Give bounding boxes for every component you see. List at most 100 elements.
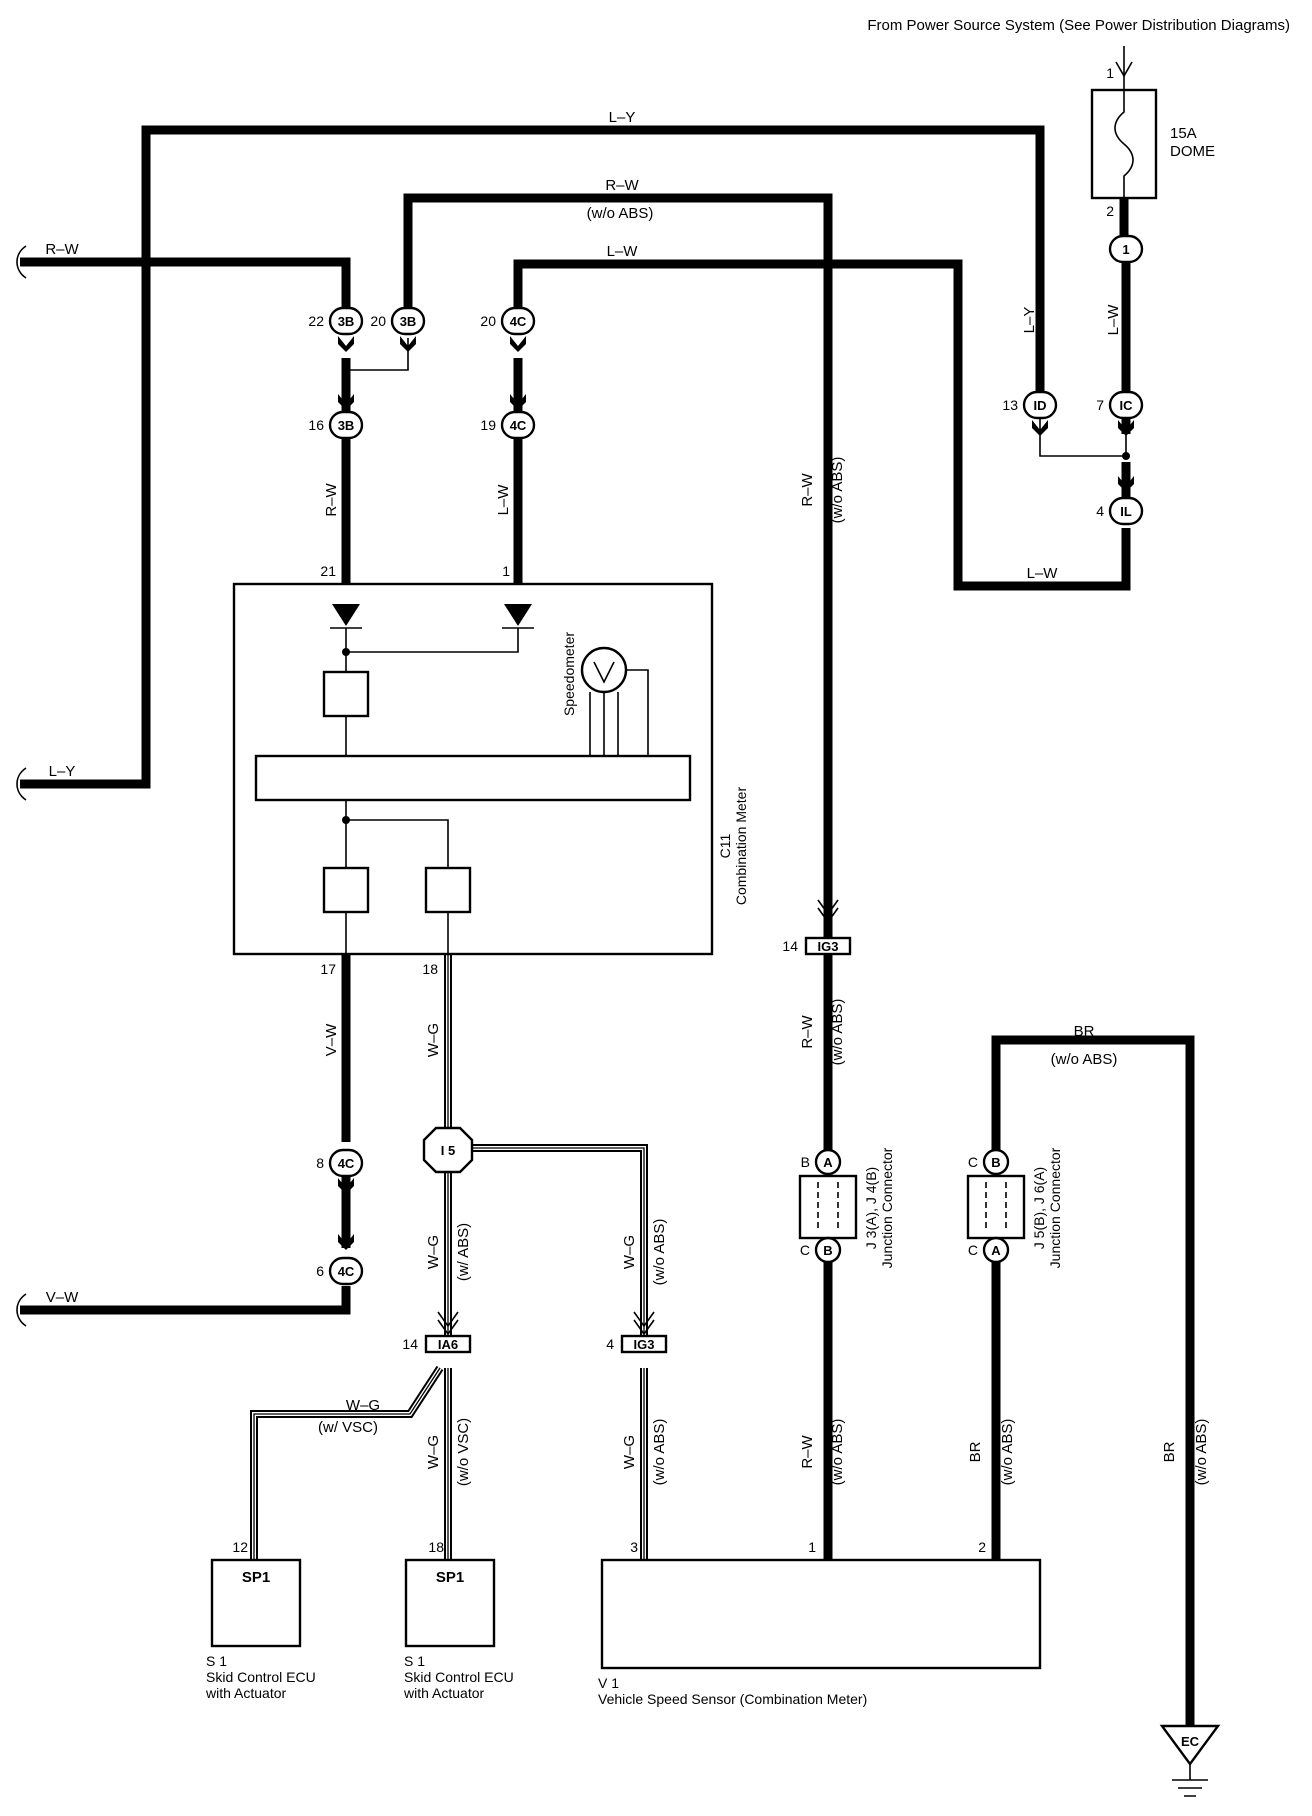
- wire-r-w-top: [403, 193, 833, 938]
- connector-1-code: 1: [1122, 242, 1129, 257]
- ground-symbol-icon: [1172, 1764, 1208, 1797]
- j5-top-body: [982, 1148, 1010, 1176]
- label-br-sensor: BR: [967, 1441, 984, 1462]
- note-w-abs: (w/ ABS): [455, 1223, 472, 1281]
- skid-ecu-left-name-2: with Actuator: [205, 1685, 286, 1701]
- combination-meter: 21 1 17 18 Speedometer C11 Combination M…: [232, 563, 749, 977]
- connector-4c-20-mate-icon: [510, 336, 526, 352]
- skid-ecu-left-id: S 1: [206, 1653, 227, 1669]
- sensor-pin-1: 1: [808, 1539, 816, 1555]
- wire-labels: L–Y R–W (w/o ABS) L–W R–W L–Y V–W L–W BR…: [45, 109, 1210, 1486]
- sensor-pin-3: 3: [630, 1539, 638, 1555]
- junction-connector-j3: A B B C J 3(A), J 4(B) Junction Connecto…: [798, 1147, 895, 1268]
- fuse-element-icon: [1114, 90, 1134, 198]
- junction-i5: I 5: [422, 1126, 474, 1174]
- connector-3b-16-mate-icon: [338, 394, 354, 410]
- connector-ig3-14-code: IG3: [818, 939, 839, 954]
- wire-l-w-top: [513, 259, 1131, 591]
- ground-ec: EC: [1159, 1724, 1221, 1797]
- wire-br-ground: [991, 1035, 1195, 1726]
- power-source-note: From Power Source System (See Power Dist…: [867, 17, 1290, 34]
- note-w-g-sensor: (w/o ABS): [651, 1419, 668, 1486]
- meter-internal-wire-2: [346, 628, 519, 653]
- note-r-w-vertical: (w/o ABS): [829, 457, 846, 524]
- connector-ig3-14-body: [804, 936, 852, 956]
- label-v-w-meter: V–W: [323, 1023, 340, 1056]
- wire-end-r-w-icon: [16, 245, 27, 279]
- note-br-top: (w/o ABS): [1051, 1051, 1118, 1068]
- connector-ig3-4-pin: 4: [606, 1336, 614, 1352]
- connector-4c-20-pin: 20: [480, 313, 496, 329]
- connector-3b-22-body: [328, 306, 364, 336]
- power-source: From Power Source System (See Power Dist…: [867, 17, 1290, 92]
- label-w-g-ia6: W–G: [425, 1235, 442, 1269]
- splice-dot-3b: [342, 366, 350, 374]
- j5-bottom-pin: C: [968, 1242, 978, 1258]
- connector-3b-20: 3B 20: [370, 306, 426, 352]
- fuse-pin-in: 1: [1106, 65, 1114, 81]
- j5-name: Junction Connector: [1047, 1147, 1063, 1268]
- connector-4c-8: 4C 8: [316, 1148, 364, 1194]
- meter-pin-1: 1: [502, 563, 510, 579]
- label-l-y-vertical: L–Y: [1021, 307, 1038, 334]
- vehicle-speed-sensor: 3 1 2 V 1 Vehicle Speed Sensor (Combinat…: [598, 1539, 1042, 1707]
- sensor-name: Vehicle Speed Sensor (Combination Meter): [598, 1691, 867, 1707]
- connector-4c-6-code: 4C: [338, 1264, 355, 1279]
- label-l-w-top: L–W: [607, 243, 639, 260]
- connector-4c-19-mate-icon: [510, 394, 526, 410]
- meter-block-bottom-right: [424, 866, 472, 914]
- meter-pin-17: 17: [320, 961, 336, 977]
- label-r-w-top: R–W: [605, 177, 639, 194]
- connector-3b-20-body: [390, 306, 426, 336]
- connector-ic-code: IC: [1120, 398, 1134, 413]
- connector-3b-20-mate-icon: [400, 336, 416, 352]
- splice-dot-ic: [1122, 452, 1130, 460]
- double-wires: [250, 954, 648, 1560]
- j3-bottom-code: B: [823, 1243, 832, 1258]
- connector-4c-19: 4C 19: [480, 394, 536, 440]
- note-br-ground: (w/o ABS): [1193, 1419, 1210, 1486]
- connector-4c-20-body: [500, 306, 536, 336]
- fuse-dome: 1 15A DOME 2: [1090, 65, 1215, 236]
- heavy-wires: [20, 125, 1195, 1726]
- junction-connector-j5: B C A C J 5(B), J 6(A) Junction Connecto…: [966, 1147, 1063, 1268]
- note-r-w-sensor: (w/o ABS): [829, 1419, 846, 1486]
- note-w-vsc: (w/ VSC): [318, 1419, 378, 1436]
- connector-ia6-body: [424, 1334, 472, 1354]
- speedometer-needle-icon: [593, 661, 615, 684]
- skid-ecu-right-name-2: with Actuator: [403, 1685, 484, 1701]
- connector-ic: IC 7: [1096, 390, 1144, 436]
- j3-name: Junction Connector: [879, 1147, 895, 1268]
- j3-internal-lines: [817, 1182, 839, 1232]
- connector-ia6-code: IA6: [438, 1337, 458, 1352]
- j3-id: J 3(A), J 4(B): [863, 1167, 879, 1249]
- connector-4c-8-body: [328, 1148, 364, 1178]
- wire-w-g-ig3-mid: [470, 1147, 645, 1336]
- label-w-g-sensor: W–G: [621, 1435, 638, 1469]
- connector-ia6: IA6 14: [402, 1311, 472, 1354]
- ground-code: EC: [1181, 1734, 1200, 1749]
- label-w-g-meter: W–G: [425, 1023, 442, 1057]
- connector-4c-6: 4C 6: [316, 1234, 364, 1286]
- meter-diode-right-icon: [504, 604, 532, 626]
- skid-ecu-right-connector: SP1: [436, 1569, 464, 1586]
- wire-l-y-main: [20, 125, 1045, 789]
- connector-3b-22-mate-icon: [338, 336, 354, 352]
- combination-meter-box: [232, 582, 714, 956]
- connector-3b-16-code: 3B: [338, 418, 355, 433]
- skid-ecu-left-pin: 12: [232, 1539, 248, 1555]
- j3-top-code: A: [823, 1155, 833, 1170]
- skid-ecu-right-box: [404, 1558, 496, 1648]
- connector-ig3-14-arrow-icon: [817, 899, 839, 924]
- connector-3b-22: 3B 22: [308, 306, 364, 352]
- connector-4c-19-code: 4C: [510, 418, 527, 433]
- sensor-id: V 1: [598, 1675, 619, 1691]
- connector-ig3-4-code: IG3: [634, 1337, 655, 1352]
- speedometer-icon: [580, 646, 628, 694]
- connector-ic-mate-icon: [1118, 420, 1134, 436]
- label-r-w-sensor: R–W: [799, 1434, 816, 1468]
- connector-ig3-14: IG3 14: [782, 899, 852, 956]
- wire-r-w-left: [20, 257, 351, 308]
- j3-top-body: [814, 1148, 842, 1176]
- connector-1-body: [1108, 234, 1144, 264]
